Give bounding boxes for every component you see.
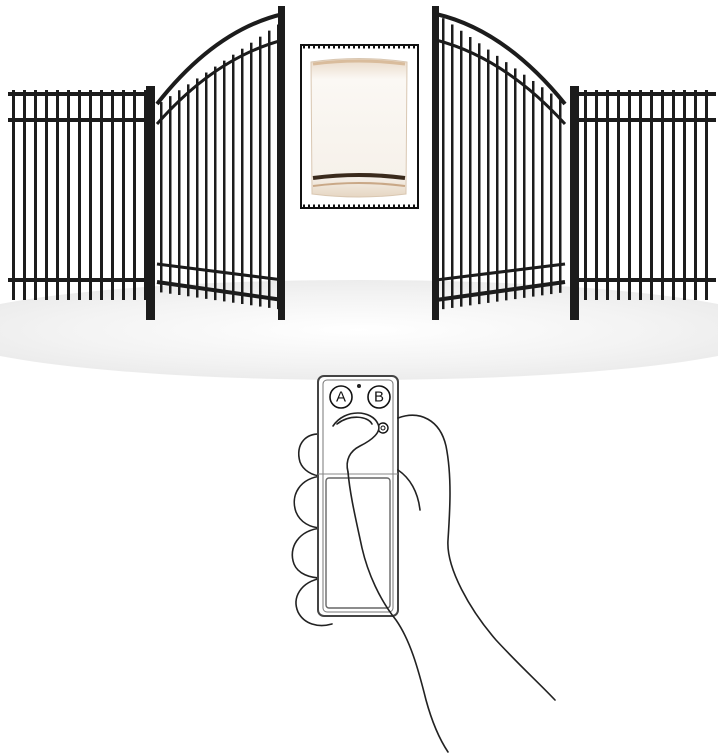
fence-picket xyxy=(12,90,15,300)
fence-picket xyxy=(694,90,697,300)
gate-post-left xyxy=(146,86,155,320)
gate-picket xyxy=(160,102,163,292)
fence-picket xyxy=(584,90,587,300)
gate-picket xyxy=(478,43,481,304)
gate-picket xyxy=(268,31,271,308)
fence-picket xyxy=(705,90,708,300)
fence-picket xyxy=(683,90,686,300)
gate-stile-right xyxy=(432,6,439,320)
fence-picket xyxy=(672,90,675,300)
gate-picket xyxy=(469,37,472,305)
remote-button-a[interactable]: A xyxy=(330,386,352,408)
left-fence xyxy=(8,86,155,320)
gate-picket xyxy=(532,81,535,297)
fence-picket xyxy=(56,90,59,300)
gate-picket xyxy=(223,61,226,302)
fence-picket xyxy=(89,90,92,300)
right-gate-leaf xyxy=(432,6,565,320)
fence-picket xyxy=(78,90,81,300)
gate-stile-left xyxy=(278,6,285,320)
gate-picket xyxy=(496,56,499,302)
fence-picket xyxy=(100,90,103,300)
gate-picket xyxy=(514,68,517,299)
gate-picket xyxy=(505,62,508,300)
gate-picket xyxy=(214,67,217,301)
fence-picket xyxy=(639,90,642,300)
fence-picket xyxy=(111,90,114,300)
photocell-sensor-icon xyxy=(301,45,418,208)
fence-picket xyxy=(606,90,609,300)
led-indicator-icon xyxy=(357,384,361,388)
gate-picket xyxy=(259,37,262,307)
fence-picket xyxy=(650,90,653,300)
gate-picket xyxy=(523,75,526,298)
fence-picket xyxy=(595,90,598,300)
gate-arch-top xyxy=(157,14,283,104)
ground-shadow xyxy=(0,280,718,380)
remote-button-b[interactable]: B xyxy=(368,386,390,408)
remote-button-b-label: B xyxy=(374,389,384,406)
fence-picket xyxy=(617,90,620,300)
gate-arch-top xyxy=(436,14,565,104)
fence-picket xyxy=(122,90,125,300)
gate-picket xyxy=(178,90,181,295)
fence-picket xyxy=(34,90,37,300)
fence-picket xyxy=(661,90,664,300)
gate-picket xyxy=(451,24,454,307)
fence-picket xyxy=(628,90,631,300)
gate-lower-rail xyxy=(157,264,283,280)
gate-picket xyxy=(442,18,445,309)
left-gate-leaf xyxy=(157,6,285,320)
fence-picket xyxy=(23,90,26,300)
gate-picket xyxy=(550,94,553,295)
gate-picket xyxy=(559,100,562,293)
right-fence xyxy=(570,86,716,320)
fence-picket xyxy=(67,90,70,300)
gate-picket xyxy=(241,49,244,304)
gate-picket xyxy=(250,43,253,306)
remote-button-a-label: A xyxy=(336,389,346,406)
gate-lower-rail xyxy=(436,264,565,280)
gate-picket xyxy=(541,87,544,295)
gate-picket xyxy=(205,73,208,299)
gate-picket xyxy=(232,55,235,303)
gate-picket xyxy=(196,78,199,297)
gate-picket xyxy=(487,50,490,303)
gate-post-right xyxy=(570,86,579,320)
gate-picket xyxy=(169,96,172,294)
fence-picket xyxy=(133,90,136,300)
gate-picket xyxy=(460,31,463,307)
gate-picket xyxy=(187,84,190,296)
fence-picket xyxy=(45,90,48,300)
